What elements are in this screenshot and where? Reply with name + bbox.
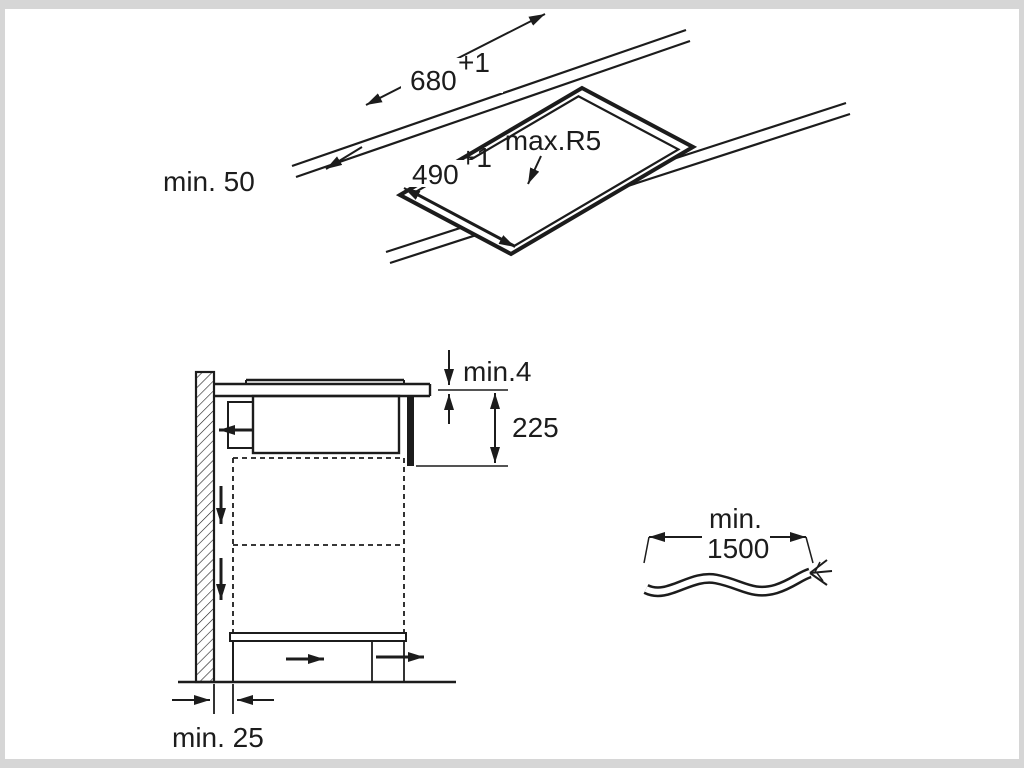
- power-cable-drawing: [643, 532, 833, 598]
- depth-label-halo: [406, 160, 484, 187]
- cable-dimension-tick-right: [805, 536, 814, 564]
- top-view-labels: 680 +1 490 +1 max.R5 min. 50: [163, 47, 601, 197]
- wall-gap-label: min. 25: [172, 722, 264, 753]
- cutout-width-superscript: +1: [458, 47, 490, 78]
- cutout-depth-dimension-line: [403, 187, 516, 248]
- cable-strand-bottom: [809, 572, 828, 586]
- cutout-depth-superscript: +1: [460, 142, 492, 173]
- cabinet-section-view: [172, 350, 508, 714]
- cabinet-bottom-panel: [229, 632, 407, 642]
- worktop-isometric-view: [291, 13, 851, 265]
- section-view-labels: min.4 225 min. 25: [172, 356, 559, 753]
- side-panel-bar: [407, 396, 414, 466]
- front-clearance-arrow: [325, 146, 363, 170]
- cable-min-label: min.: [709, 503, 762, 534]
- cable-core: [644, 570, 812, 595]
- cable-strand-tick-2: [816, 572, 824, 582]
- cable-length-label: 1500: [707, 533, 769, 564]
- corner-radius-arrow: [527, 155, 542, 185]
- cable-labels: min. 1500: [707, 503, 769, 564]
- wall-hatched: [194, 370, 216, 684]
- top-gap-label: min.4: [463, 356, 531, 387]
- cutout-width-label: 680: [410, 65, 457, 96]
- cutout-depth-label: 490: [412, 159, 459, 190]
- cable-strand-middle: [809, 570, 833, 574]
- cable-dimension-tick-left: [643, 536, 650, 564]
- worktop-back-edge-line-2: [295, 39, 691, 179]
- width-label-halo: [401, 58, 503, 93]
- cable-strand-tick-1: [814, 561, 821, 573]
- build-height-label: 225: [512, 412, 559, 443]
- corner-radius-label: max.R5: [505, 125, 601, 156]
- front-clearance-label: min. 50: [163, 166, 255, 197]
